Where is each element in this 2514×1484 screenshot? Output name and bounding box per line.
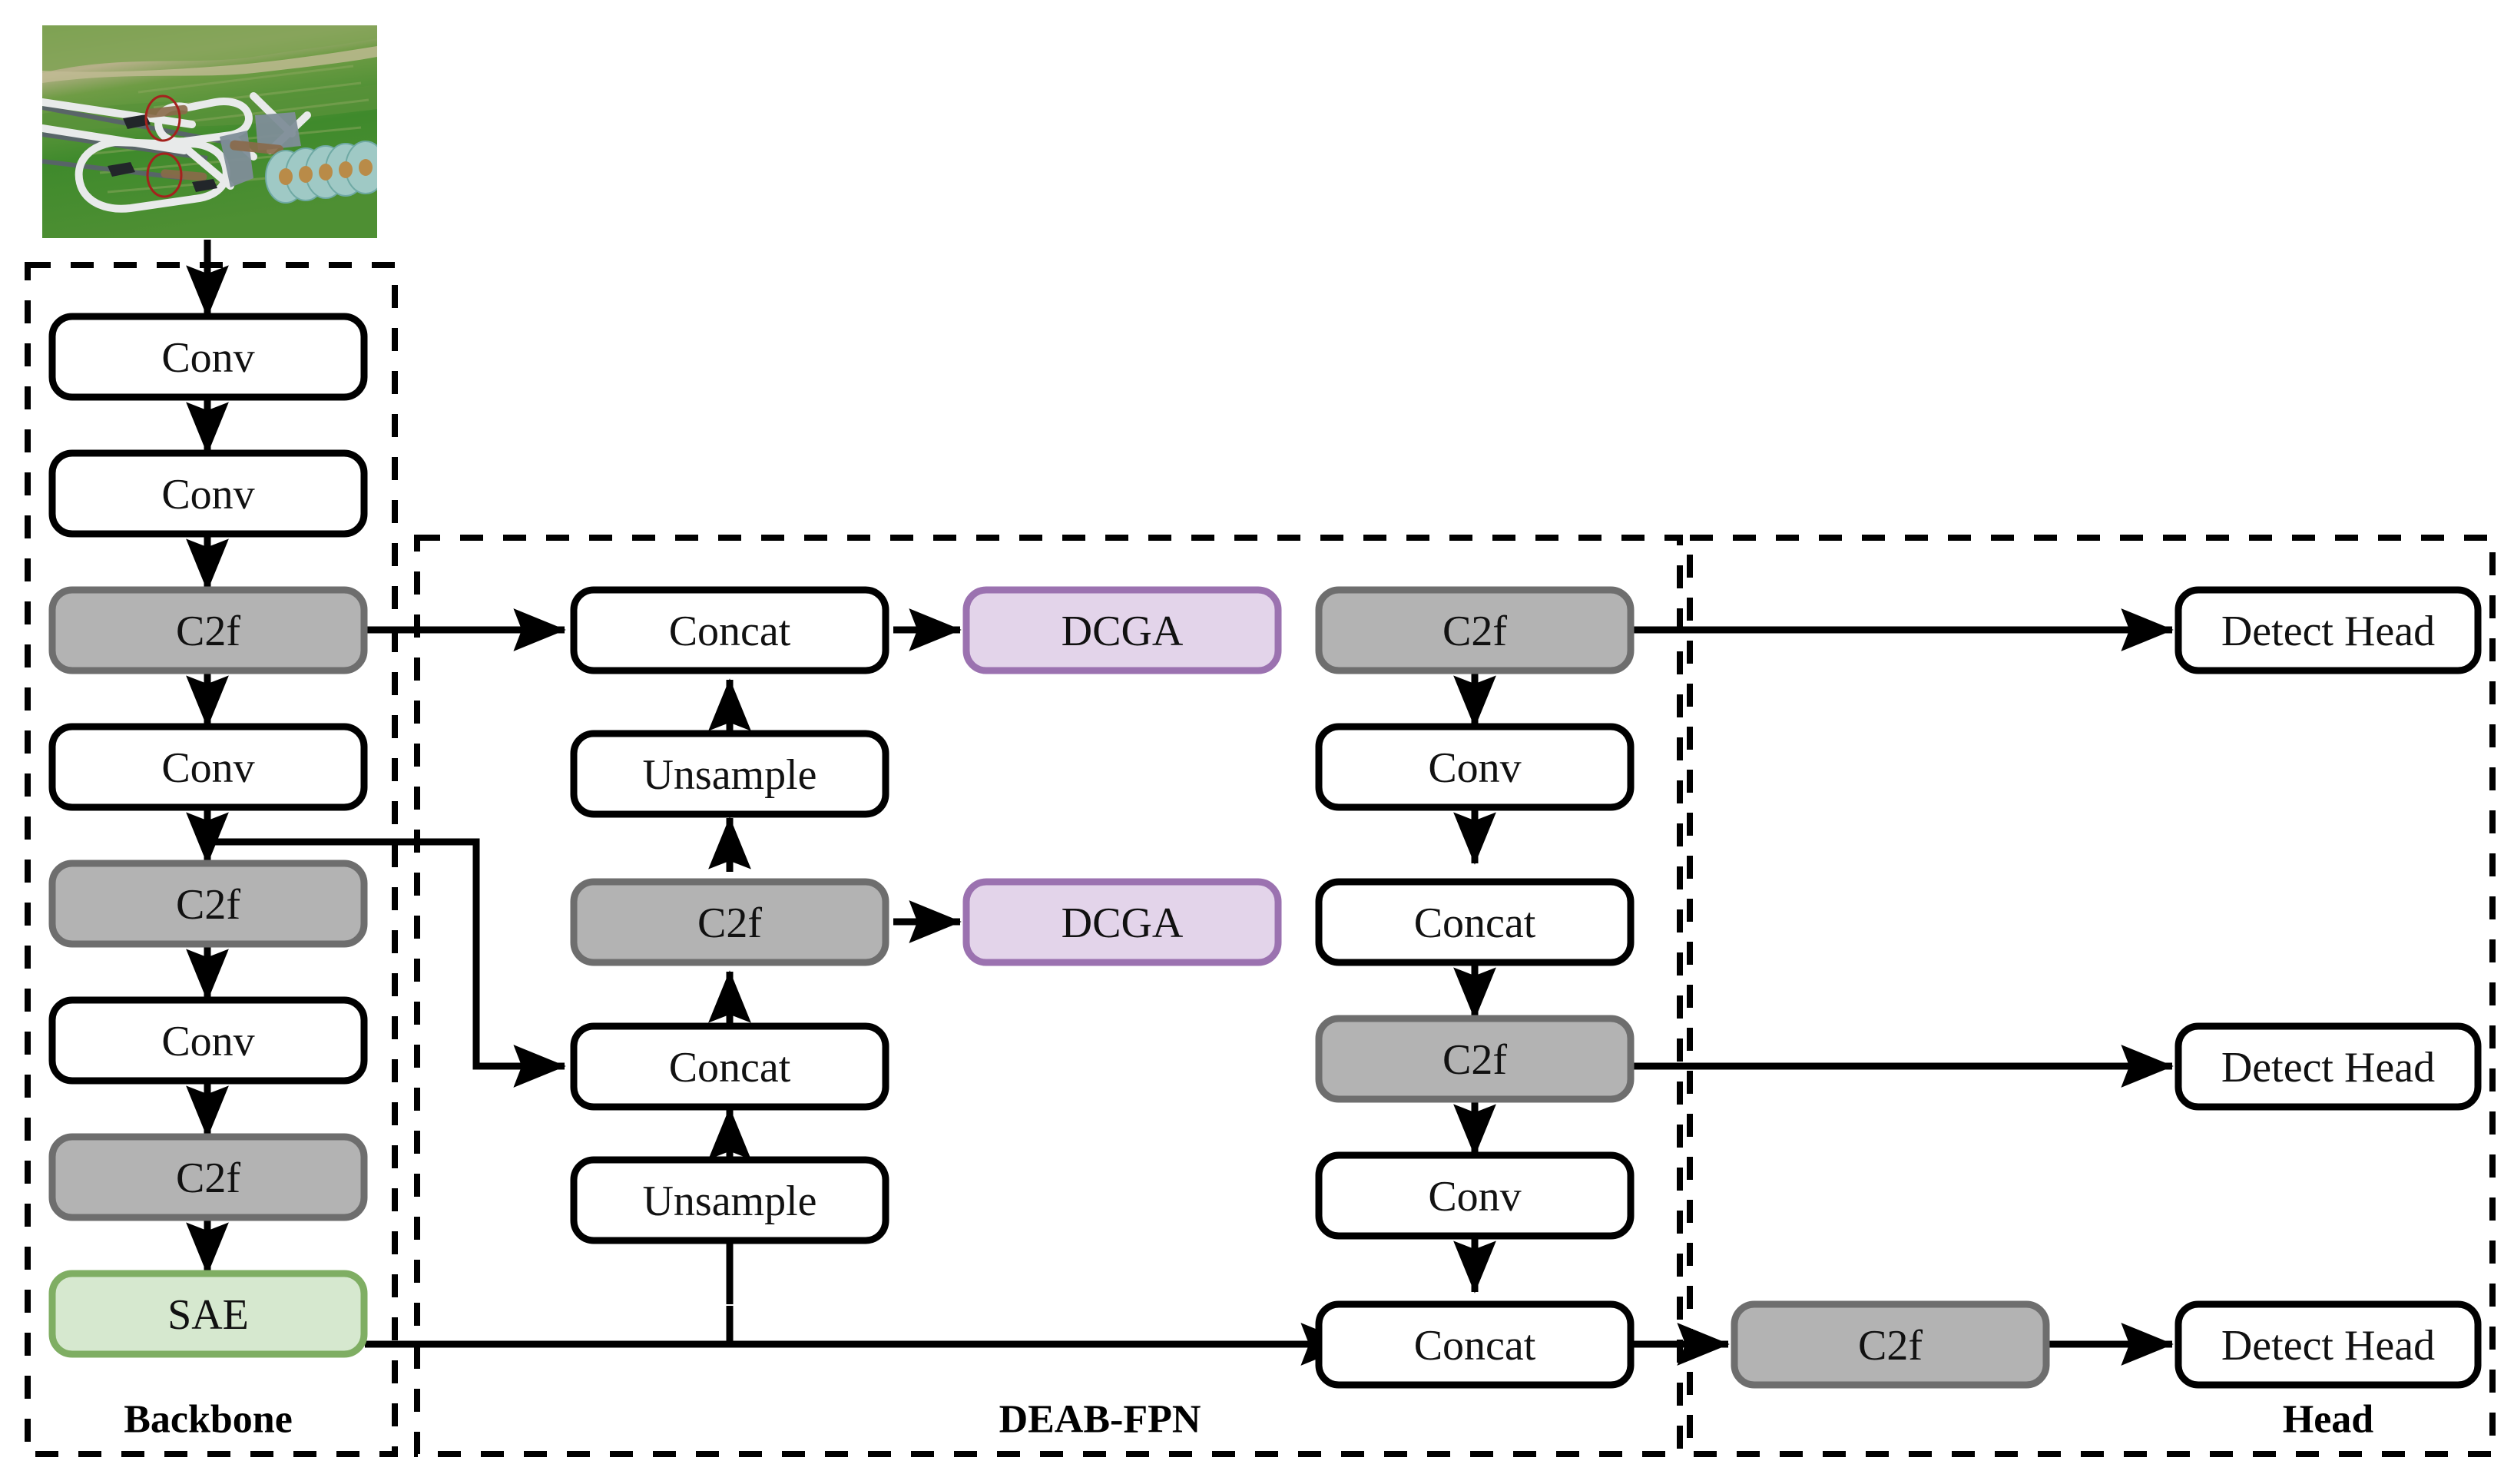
head-group-label: Head [2283, 1398, 2374, 1442]
block-bb-conv3[interactable]: Conv [48, 723, 368, 811]
block-label: Conv [161, 334, 254, 382]
block-label: C2f [697, 899, 762, 947]
block-fr-conv2[interactable]: Conv [1315, 1151, 1635, 1240]
block-label: C2f [176, 881, 240, 929]
block-label: Conv [161, 1018, 254, 1065]
input-image-thumbnail [42, 25, 377, 238]
block-fr-c2f3[interactable]: C2f [1731, 1300, 2050, 1389]
backbone-group-label: Backbone [124, 1398, 293, 1442]
block-bb-conv4[interactable]: Conv [48, 996, 368, 1085]
block-label: Conv [161, 744, 254, 792]
block-fr-c2f1[interactable]: C2f [1315, 586, 1635, 674]
block-label: Concat [669, 608, 791, 655]
block-fp-dcga2[interactable]: DCGA [962, 878, 1282, 966]
block-fr-c2f2[interactable]: C2f [1315, 1015, 1635, 1103]
block-label: SAE [167, 1291, 249, 1339]
block-label: Conv [1428, 1173, 1521, 1221]
deab-fpn-group-box [414, 535, 1683, 1457]
block-fp-unsample2[interactable]: Unsample [570, 1156, 889, 1244]
block-label: Conv [161, 471, 254, 518]
block-label: Conv [1428, 744, 1521, 792]
block-bb-conv1[interactable]: Conv [48, 313, 368, 401]
block-label: Unsample [642, 751, 816, 799]
block-bb-c2f2[interactable]: C2f [48, 860, 368, 948]
fpn-right-column: C2f Conv Concat C2f Conv Concat C2f [1315, 586, 2050, 1389]
connector-layer [186, 240, 2174, 1366]
block-label: Concat [669, 1044, 791, 1091]
block-label: Detect Head [2221, 1044, 2435, 1091]
block-label: Detect Head [2221, 608, 2435, 655]
fpn-dcga-column: DCGA DCGA [962, 586, 1282, 966]
block-fr-concat2[interactable]: Concat [1315, 1300, 1635, 1389]
block-bb-conv2[interactable]: Conv [48, 449, 368, 538]
block-label: Unsample [642, 1178, 816, 1225]
block-label: C2f [1858, 1322, 1923, 1370]
head-group-box [1687, 535, 2496, 1457]
backbone-group-box [25, 262, 398, 1457]
block-fr-conv1[interactable]: Conv [1315, 723, 1635, 811]
block-fp-concat2[interactable]: Concat [570, 1022, 889, 1111]
block-fp-concat1[interactable]: Concat [570, 586, 889, 674]
block-label: Concat [1414, 899, 1536, 947]
edge-conv3-branch-to-concat2 [207, 838, 566, 1088]
block-label: C2f [1442, 608, 1507, 655]
block-fp-c2f-mid[interactable]: C2f [570, 878, 889, 966]
block-label: C2f [176, 608, 240, 655]
block-fp-unsample1[interactable]: Unsample [570, 730, 889, 818]
fpn-middle-column: Concat Unsample C2f Concat Unsample [570, 586, 889, 1244]
block-label: C2f [176, 1154, 240, 1202]
block-label: Concat [1414, 1322, 1536, 1370]
block-label: Detect Head [2221, 1322, 2435, 1370]
block-hd-detect2[interactable]: Detect Head [2174, 1022, 2482, 1111]
block-hd-detect3[interactable]: Detect Head [2174, 1300, 2482, 1389]
block-label: DCGA [1062, 608, 1184, 655]
block-bb-sae[interactable]: SAE [48, 1270, 368, 1358]
block-bb-c2f1[interactable]: C2f [48, 586, 368, 674]
backbone-column: Conv Conv C2f Conv C2f Conv C2f SAE [48, 313, 368, 1358]
deab-fpn-group-label: DEAB-FPN [999, 1398, 1201, 1442]
block-label: DCGA [1062, 899, 1184, 947]
block-bb-c2f3[interactable]: C2f [48, 1133, 368, 1221]
block-fr-concat1[interactable]: Concat [1315, 878, 1635, 966]
block-hd-detect1[interactable]: Detect Head [2174, 586, 2482, 674]
block-fp-dcga1[interactable]: DCGA [962, 586, 1282, 674]
block-label: C2f [1442, 1036, 1507, 1084]
head-column: Detect Head Detect Head Detect Head [2174, 586, 2482, 1389]
